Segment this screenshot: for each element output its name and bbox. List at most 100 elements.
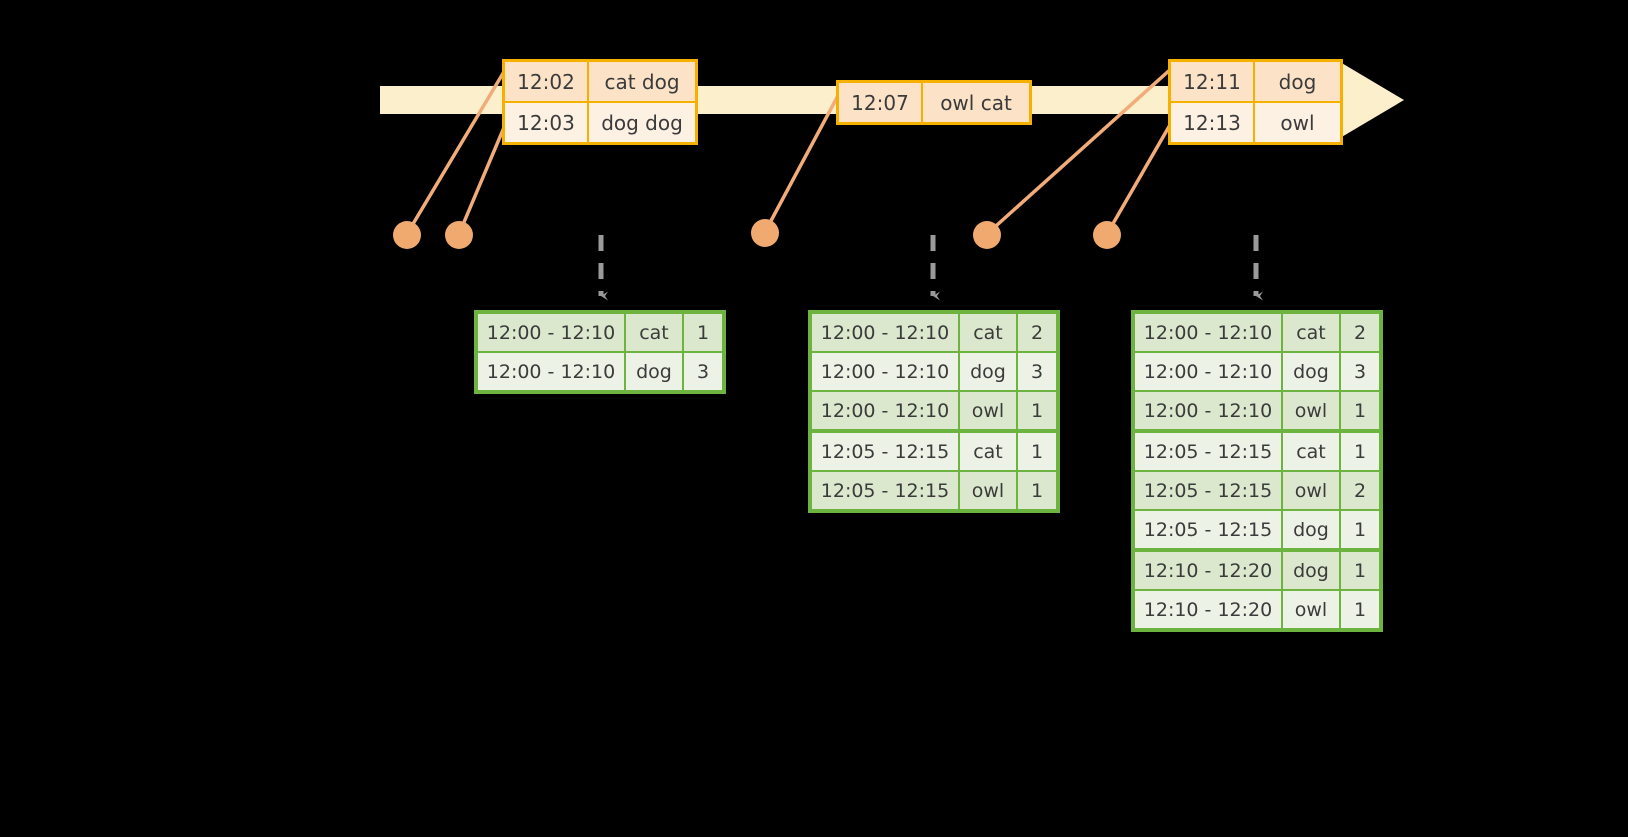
event-payload: cat dog bbox=[589, 62, 695, 101]
dashed-arrows bbox=[598, 235, 1263, 301]
cell-count: 1 bbox=[1341, 511, 1379, 548]
cell-key: cat bbox=[1283, 314, 1341, 351]
cell-count: 1 bbox=[1018, 433, 1056, 470]
cell-window: 12:00 - 12:10 bbox=[1135, 392, 1283, 429]
cell-key: dog bbox=[1283, 353, 1341, 390]
event-dot-3 bbox=[751, 219, 779, 247]
cell-window: 12:10 - 12:20 bbox=[1135, 591, 1283, 628]
cell-count: 1 bbox=[1018, 392, 1056, 429]
cell-count: 3 bbox=[1018, 353, 1056, 390]
connector-line-5 bbox=[1105, 117, 1176, 235]
event-dot-1 bbox=[393, 221, 421, 249]
cell-window: 12:05 - 12:15 bbox=[812, 433, 960, 470]
cell-count: 1 bbox=[1341, 552, 1379, 589]
cell-window: 12:10 - 12:20 bbox=[1135, 552, 1283, 589]
cell-window: 12:00 - 12:10 bbox=[812, 353, 960, 390]
cell-count: 2 bbox=[1341, 314, 1379, 351]
cell-window: 12:00 - 12:10 bbox=[812, 392, 960, 429]
cell-count: 1 bbox=[684, 314, 722, 351]
cell-key: dog bbox=[1283, 511, 1341, 548]
event-timestamp: 12:13 bbox=[1171, 103, 1255, 142]
cell-count: 2 bbox=[1341, 472, 1379, 509]
cell-key: owl bbox=[1283, 392, 1341, 429]
connector-line-1 bbox=[405, 69, 507, 235]
connector-line-3 bbox=[763, 89, 843, 233]
cell-window: 12:05 - 12:15 bbox=[1135, 472, 1283, 509]
event-timestamp: 12:07 bbox=[839, 83, 923, 122]
event-payload: owl bbox=[1255, 103, 1340, 142]
cell-key: dog bbox=[1283, 552, 1341, 589]
event-timestamp: 12:02 bbox=[505, 62, 589, 101]
event-dot-4 bbox=[973, 221, 1001, 249]
cell-key: dog bbox=[960, 353, 1018, 390]
event-payload: dog bbox=[1255, 62, 1340, 101]
cell-count: 3 bbox=[1341, 353, 1379, 390]
cell-key: owl bbox=[960, 472, 1018, 509]
cell-window: 12:00 - 12:10 bbox=[1135, 353, 1283, 390]
cell-key: cat bbox=[1283, 433, 1341, 470]
cell-count: 1 bbox=[1341, 392, 1379, 429]
cell-window: 12:05 - 12:15 bbox=[1135, 433, 1283, 470]
cell-window: 12:00 - 12:10 bbox=[1135, 314, 1283, 351]
event-dot-5 bbox=[1093, 221, 1121, 249]
event-timestamp: 12:03 bbox=[505, 103, 589, 142]
connector-lines bbox=[405, 66, 1176, 236]
cell-window: 12:00 - 12:10 bbox=[812, 314, 960, 351]
cell-key: owl bbox=[1283, 591, 1341, 628]
cell-count: 1 bbox=[1341, 433, 1379, 470]
event-payload: dog dog bbox=[589, 103, 695, 142]
connector-line-2 bbox=[457, 117, 510, 235]
cell-count: 1 bbox=[1018, 472, 1056, 509]
cell-count: 3 bbox=[684, 353, 722, 390]
cell-window: 12:00 - 12:10 bbox=[478, 314, 626, 351]
event-dot-2 bbox=[445, 221, 473, 249]
cell-window: 12:00 - 12:10 bbox=[478, 353, 626, 390]
cell-window: 12:05 - 12:15 bbox=[812, 472, 960, 509]
cell-count: 1 bbox=[1341, 591, 1379, 628]
cell-key: owl bbox=[1283, 472, 1341, 509]
cell-key: cat bbox=[960, 433, 1018, 470]
event-timestamp: 12:11 bbox=[1171, 62, 1255, 101]
cell-window: 12:05 - 12:15 bbox=[1135, 511, 1283, 548]
connector-line-4 bbox=[985, 66, 1174, 236]
cell-key: dog bbox=[626, 353, 684, 390]
cell-count: 2 bbox=[1018, 314, 1056, 351]
cell-key: cat bbox=[960, 314, 1018, 351]
event-dots bbox=[393, 219, 1121, 249]
cell-key: cat bbox=[626, 314, 684, 351]
event-payload: owl cat bbox=[923, 83, 1029, 122]
